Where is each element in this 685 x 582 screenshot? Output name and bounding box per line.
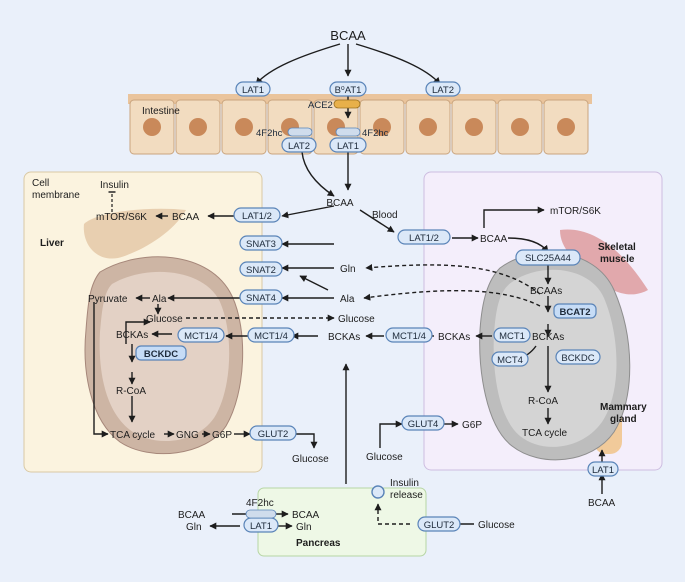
center-gln: Gln (340, 264, 356, 275)
liver-g6p: G6P (212, 430, 232, 441)
mct14-right-label: MCT1/4 (392, 331, 426, 342)
mct4-label: MCT4 (497, 355, 523, 366)
liver-glucose: Glucose (146, 314, 183, 325)
center-glucose: Glucose (338, 314, 375, 325)
insulin-release-line2: release (390, 490, 423, 501)
ace2-label: ACE2 (308, 100, 333, 111)
4f2hc-capsule-2 (335, 127, 361, 137)
glut4-label: GLUT4 (408, 419, 439, 430)
muscle-bckas: BCKAs (532, 332, 564, 343)
pancreas-4f2hc: 4F2hc (246, 498, 274, 509)
4f2hc-left-label: 4F2hc (256, 128, 283, 139)
liver-gng: GNG (176, 430, 199, 441)
snat4-label: SNAT4 (246, 293, 276, 304)
bcaa-title: BCAA (330, 28, 366, 43)
liver-glucose-out: Glucose (292, 454, 329, 465)
center-ala: Ala (340, 294, 355, 305)
muscle-tca: TCA cycle (522, 428, 567, 439)
muscle-rcoa: R-CoA (528, 396, 558, 407)
muscle-bckdc-label: BCKDC (561, 353, 594, 364)
bckdc-liver-pill (135, 345, 187, 361)
glut2-liver-label: GLUT2 (258, 429, 289, 440)
muscle-bcaa-bottom: BCAA (588, 498, 616, 509)
pancreas-bcaa-left: BCAA (178, 510, 206, 521)
mct14-liver-label: MCT1/4 (184, 331, 218, 342)
lat12-right-label: LAT1/2 (409, 233, 439, 244)
liver-rcoa: R-CoA (116, 386, 146, 397)
pills (177, 81, 619, 533)
glut4-g6p: G6P (462, 420, 482, 431)
cell-membrane-line2: membrane (32, 190, 80, 201)
mammary-line2: gland (610, 414, 637, 425)
lat2-apical-label: LAT2 (432, 85, 454, 96)
muscle-lat1-label: LAT1 (592, 465, 614, 476)
bcat2-label: BCAT2 (560, 307, 591, 318)
liver-pyruvate: Pyruvate (88, 294, 128, 305)
dashed-arrows (186, 264, 541, 525)
snat2-label: SNAT2 (246, 265, 276, 276)
intestine-label: Intestine (142, 106, 180, 117)
muscle-bcaa: BCAA (480, 234, 508, 245)
muscle-mtor: mTOR/S6K (550, 206, 601, 217)
liver-label: Liver (40, 238, 64, 249)
bcat2-pill (553, 303, 597, 319)
insulin-vesicle (371, 485, 385, 499)
liver-ala: Ala (152, 294, 167, 305)
liver-insulin: Insulin (100, 180, 129, 191)
cell-membrane-line1: Cell (32, 178, 49, 189)
muscle-bcaas: BCAAs (530, 286, 562, 297)
4f2hc-capsule-3 (245, 509, 277, 519)
lat12-left-label: LAT1/2 (242, 211, 272, 222)
pancreas-glucose: Glucose (478, 520, 515, 531)
muscle-bckas-out: BCKAs (438, 332, 470, 343)
liver-bcaa: BCAA (172, 212, 200, 223)
lat1-apical-label: LAT1 (242, 85, 264, 96)
center-bcaa: BCAA (326, 198, 354, 209)
mct1-label: MCT1 (499, 331, 525, 342)
muscle-label-line2: muscle (600, 254, 635, 265)
4f2hc-capsule-1 (287, 127, 313, 137)
pancreas-bcaa-right: BCAA (292, 510, 320, 521)
muscle-label-line1: Skeletal (598, 242, 636, 253)
blood-label: Blood (372, 210, 398, 221)
ace2-capsule (333, 99, 361, 109)
b0at1-label: B⁰AT1 (335, 85, 362, 96)
liver-bckdc: BCKDC (144, 349, 178, 360)
lat1-basal-label: LAT1 (337, 141, 359, 152)
liver-mtor: mTOR/S6K (96, 212, 147, 223)
pancreas-label: Pancreas (296, 538, 341, 549)
liver-bckas: BCKAs (116, 330, 148, 341)
liver-tca: TCA cycle (110, 430, 155, 441)
glut4-glucose: Glucose (366, 452, 403, 463)
center-bckas: BCKAs (328, 332, 360, 343)
muscle-illustration (560, 229, 648, 295)
slc25a44-label: SLC25A44 (525, 253, 571, 264)
mammary-line1: Mammary (600, 402, 647, 413)
pancreas-lat1-label: LAT1 (250, 521, 272, 532)
mct14-center-label: MCT1/4 (254, 331, 288, 342)
liver-illustration (83, 208, 186, 259)
pancreas-gln-right: Gln (296, 522, 312, 533)
insulin-release-line1: Insulin (390, 478, 419, 489)
snat3-label: SNAT3 (246, 239, 276, 250)
glut2-pancreas-label: GLUT2 (424, 520, 455, 531)
pancreas-gln-left: Gln (186, 522, 202, 533)
4f2hc-right-label: 4F2hc (362, 128, 389, 139)
lat2-basal-label: LAT2 (288, 141, 310, 152)
